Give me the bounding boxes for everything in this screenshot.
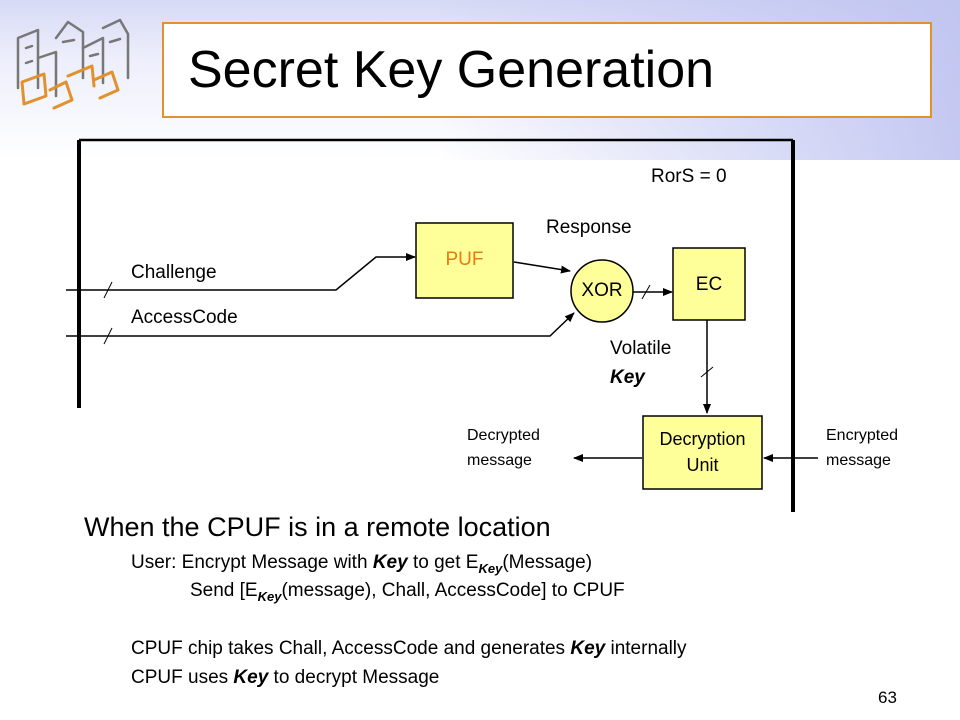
body-line-4-key: Key xyxy=(233,667,269,688)
rors-label: RorS = 0 xyxy=(651,166,727,187)
accesscode-bus-mark xyxy=(103,327,113,345)
decryption-label-1: Decryption xyxy=(659,429,746,449)
body-line-4: CPUF uses Key to decrypt Message xyxy=(131,667,439,689)
body-line-1: User: Encrypt Message with Key to get EK… xyxy=(131,552,592,576)
xor-ec-bus-mark xyxy=(641,284,651,300)
decrypted-label-1: Decrypted xyxy=(467,427,540,444)
encrypted-label-2: message xyxy=(826,452,891,469)
volatile-label: Volatile xyxy=(610,338,672,359)
ec-label: EC xyxy=(695,274,723,295)
key-bus-mark xyxy=(700,366,714,378)
body-line-1-mid: to get E xyxy=(407,552,479,573)
puf-label: PUF xyxy=(445,249,484,270)
response-wire xyxy=(513,261,571,274)
puf-block xyxy=(415,222,514,299)
accesscode-label: AccessCode xyxy=(131,307,238,328)
decryption-block xyxy=(642,415,763,490)
challenge-wire xyxy=(66,253,416,291)
page-number: 63 xyxy=(878,688,897,707)
title-frame xyxy=(162,22,932,118)
body-line-3: CPUF chip takes Chall, AccessCode and ge… xyxy=(131,638,687,660)
body-line-2-sub: Key xyxy=(257,589,282,604)
body-line-3-key: Key xyxy=(570,638,606,659)
body-line-1-key: Key xyxy=(372,552,408,573)
body-line-2-pre: Send [E xyxy=(190,580,258,601)
body-line-1-pre: User: Encrypt Message with xyxy=(131,552,373,573)
response-label: Response xyxy=(546,217,632,238)
body-line-2: Send [EKey(message), Chall, AccessCode] … xyxy=(190,580,625,604)
challenge-label: Challenge xyxy=(131,262,217,283)
body-line-1-sub: Key xyxy=(478,561,503,576)
city-logo-icon xyxy=(16,18,130,110)
page-title: Secret Key Generation xyxy=(188,41,715,99)
body-line-4-pre: CPUF uses xyxy=(131,667,234,688)
body-line-3-pre: CPUF chip takes Chall, AccessCode and ge… xyxy=(131,638,571,659)
ec-block xyxy=(672,247,746,321)
body-line-4-post: to decrypt Message xyxy=(268,667,440,688)
body-line-2-post: (message), Chall, AccessCode] to CPUF xyxy=(281,580,625,601)
xor-block xyxy=(570,259,634,323)
body-line-1-post: (Message) xyxy=(502,552,593,573)
encrypted-label-1: Encrypted xyxy=(826,427,899,444)
body-line-3-post: internally xyxy=(605,638,687,659)
decryption-label-2: Unit xyxy=(686,455,719,475)
key-label: Key xyxy=(610,367,645,388)
decrypted-label-2: message xyxy=(467,452,532,469)
body-heading: When the CPUF is in a remote location xyxy=(84,512,551,542)
accesscode-wire xyxy=(66,312,575,337)
xor-label: XOR xyxy=(581,280,623,301)
challenge-bus-mark xyxy=(103,281,113,299)
